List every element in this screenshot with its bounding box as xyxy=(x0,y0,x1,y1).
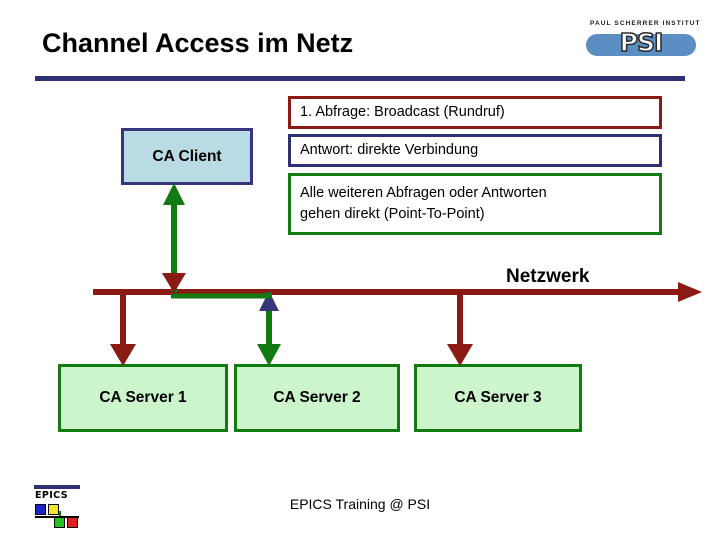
ca-server-2-label: CA Server 2 xyxy=(273,389,361,406)
psi-logo-bar xyxy=(586,34,696,56)
ca-server-3-label: CA Server 3 xyxy=(454,389,542,406)
broadcast-branch-server-3 xyxy=(447,292,473,366)
epics-logo-square-blue xyxy=(35,504,46,515)
legend-p2p-text: Alle weiteren Abfragen oder Antworten ge… xyxy=(300,183,547,225)
epics-logo-topbar xyxy=(34,485,80,489)
legend-p2p-box: Alle weiteren Abfragen oder Antworten ge… xyxy=(288,173,662,235)
broadcast-branch-server-1-arrowhead xyxy=(110,344,136,366)
psi-logo: PAUL SCHERRER INSTITUT PSI xyxy=(586,20,701,62)
network-arrowhead-right xyxy=(678,282,702,302)
network-label: Netzwerk xyxy=(506,266,590,287)
title-divider xyxy=(35,76,685,81)
legend-p2p-line-2: gehen direkt (Point-To-Point) xyxy=(300,206,485,222)
page-title: Channel Access im Netz xyxy=(42,28,354,58)
broadcast-branch-server-1 xyxy=(110,292,136,366)
network-backbone xyxy=(93,282,702,302)
epics-logo-square-yellow xyxy=(48,504,59,515)
ca-client-label: CA Client xyxy=(152,147,222,165)
broadcast-arrowhead-at-backbone xyxy=(162,273,186,293)
epics-logo: EPICS xyxy=(34,485,80,529)
broadcast-branch-server-3-arrowhead xyxy=(447,344,473,366)
psi-institute-name: PAUL SCHERRER INSTITUT xyxy=(590,20,701,27)
direct-link-client-arrowhead xyxy=(163,183,185,205)
legend-answer-text: Antwort: direkte Verbindung xyxy=(300,142,479,158)
footer-text: EPICS Training @ PSI xyxy=(289,496,431,512)
ca-server-1-node: CA Server 1 xyxy=(58,364,228,432)
psi-logo-acronym: PSI xyxy=(619,28,664,58)
epics-logo-square-green xyxy=(54,517,65,528)
legend-p2p-line-1: Alle weiteren Abfragen oder Antworten xyxy=(300,185,547,201)
direct-link-server-2-arrowhead xyxy=(257,344,281,366)
epics-logo-word: EPICS xyxy=(35,490,68,501)
answer-arrowhead-at-backbone xyxy=(259,291,279,311)
ca-server-1-label: CA Server 1 xyxy=(99,389,187,406)
legend-broadcast-text: 1. Abfrage: Broadcast (Rundruf) xyxy=(300,104,505,120)
legend-broadcast-box: 1. Abfrage: Broadcast (Rundruf) xyxy=(288,96,662,129)
ca-server-3-node: CA Server 3 xyxy=(414,364,582,432)
epics-logo-square-red xyxy=(67,517,78,528)
legend-answer-box: Antwort: direkte Verbindung xyxy=(288,134,662,167)
epics-logo-stem xyxy=(59,511,61,518)
ca-client-node: CA Client xyxy=(121,128,253,185)
ca-server-2-node: CA Server 2 xyxy=(234,364,400,432)
